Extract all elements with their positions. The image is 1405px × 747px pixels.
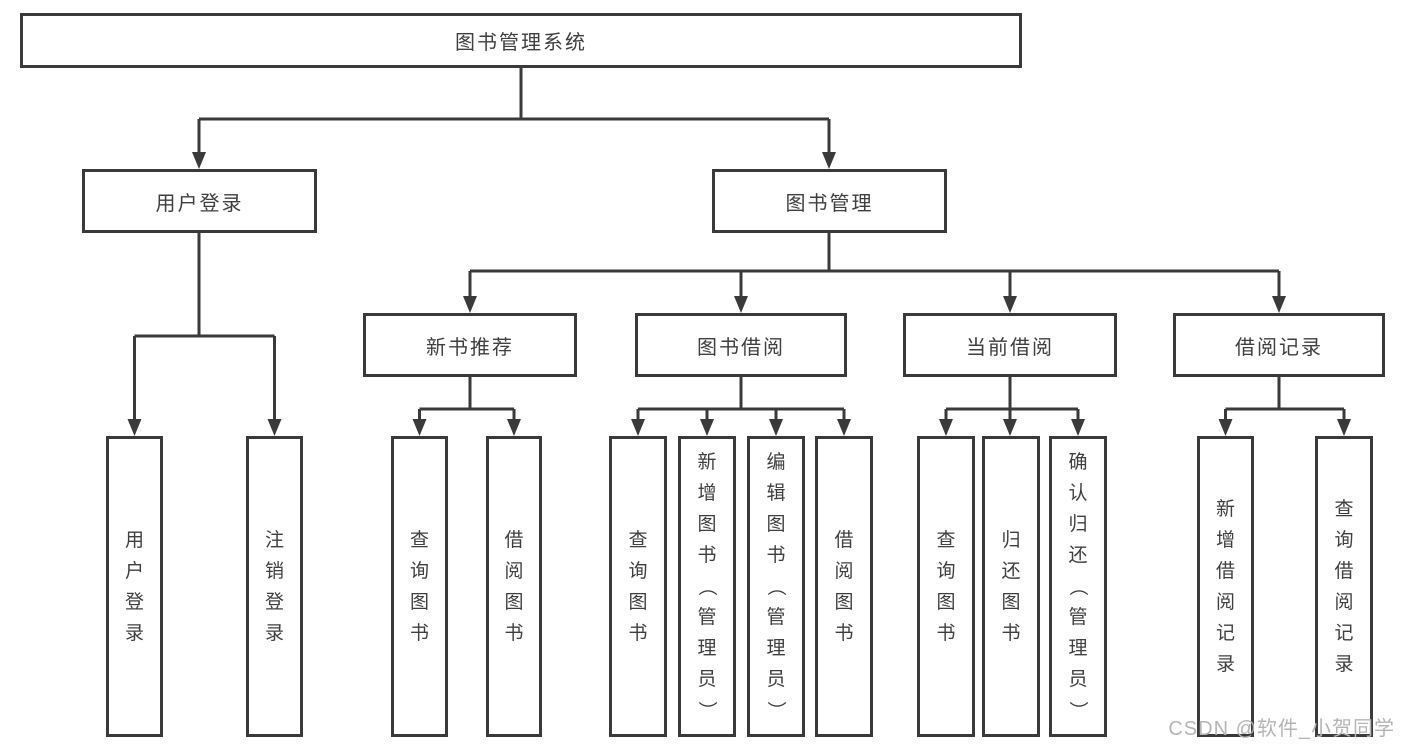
node-label: 用户登录 (155, 192, 244, 215)
edge-current-borrowing-children (944, 377, 1080, 420)
root-node-library-system: 图书管理系统 (20, 13, 1022, 68)
leaf-label: 借阅图书 (504, 529, 524, 644)
arrow-icon (267, 419, 282, 436)
leaf-label: 新增图书（管理员） (696, 452, 718, 721)
leaf-label: 编辑图书（管理员） (765, 452, 787, 721)
node-current-borrowing: 当前借阅 (903, 313, 1117, 377)
arrow-icon (507, 419, 521, 436)
leaf-label: 借阅图书 (834, 529, 854, 644)
node-label: 借阅记录 (1235, 336, 1323, 359)
root-node-label: 图书管理系统 (455, 32, 587, 54)
arrow-icon (1337, 419, 1351, 436)
arrow-icon (769, 419, 783, 436)
edge-borrowing-records-children (1224, 377, 1346, 420)
node-borrowing-records: 借阅记录 (1173, 313, 1385, 377)
edge-book-management-children (468, 233, 1281, 297)
edge-user-login-children (133, 233, 276, 420)
node-book-management: 图书管理 (712, 169, 947, 233)
arrowheads (127, 152, 1351, 436)
edge-book-borrowing-children (636, 377, 846, 420)
edge-new-book-children (418, 377, 516, 420)
leaf-label: 查询图书 (936, 529, 956, 644)
leaf-label: 新增借阅记录 (1215, 498, 1235, 675)
leaf-query-books-recommend: 查询图书 (391, 436, 448, 737)
node-label: 当前借阅 (966, 336, 1054, 359)
arrow-icon (1003, 296, 1017, 313)
leaf-label: 查询图书 (409, 529, 429, 644)
arrow-icon (1218, 419, 1233, 436)
edge-root-to-level2 (197, 68, 831, 152)
leaf-label: 注销登录 (264, 529, 284, 644)
node-label: 图书管理 (785, 192, 874, 215)
leaf-label: 查询图书 (628, 529, 648, 644)
arrow-icon (412, 419, 427, 436)
arrow-icon (734, 296, 748, 313)
arrow-icon (463, 296, 477, 313)
leaf-return-books: 归还图书 (982, 436, 1040, 737)
node-label: 图书借阅 (697, 336, 785, 359)
arrow-icon (1071, 419, 1085, 436)
node-label: 新书推荐 (426, 336, 514, 359)
arrow-icon (939, 419, 953, 436)
arrow-icon (127, 419, 142, 436)
leaf-logout: 注销登录 (246, 436, 303, 737)
leaf-confirm-return-admin: 确认归还（管理员） (1049, 436, 1107, 737)
csdn-watermark: CSDN @软件_小贺同学 (1168, 718, 1395, 740)
node-user-login: 用户登录 (82, 169, 317, 233)
leaf-user-login: 用户登录 (106, 436, 163, 737)
leaf-query-books-current: 查询图书 (917, 436, 975, 737)
leaf-query-borrow-record: 查询借阅记录 (1315, 436, 1373, 737)
arrow-icon (822, 152, 836, 169)
leaf-add-borrow-record: 新增借阅记录 (1197, 436, 1254, 737)
leaf-edit-books-admin: 编辑图书（管理员） (747, 436, 805, 737)
leaf-query-books-borrowing: 查询图书 (609, 436, 667, 737)
leaf-label: 用户登录 (124, 529, 144, 644)
leaf-label: 归还图书 (1001, 529, 1021, 644)
leaf-borrow-books: 借阅图书 (815, 436, 873, 737)
leaf-label: 查询借阅记录 (1334, 498, 1354, 675)
leaf-add-books-admin: 新增图书（管理员） (678, 436, 736, 737)
arrow-icon (192, 152, 206, 169)
node-book-borrowing: 图书借阅 (635, 313, 847, 377)
leaf-label: 确认归还（管理员） (1067, 452, 1089, 721)
arrow-icon (1272, 296, 1286, 313)
arrow-icon (700, 419, 714, 436)
leaf-borrow-books-recommend: 借阅图书 (486, 436, 542, 737)
arrow-icon (837, 419, 851, 436)
node-new-book-recommend: 新书推荐 (363, 313, 577, 377)
arrow-icon (631, 419, 645, 436)
arrow-icon (1003, 419, 1017, 436)
